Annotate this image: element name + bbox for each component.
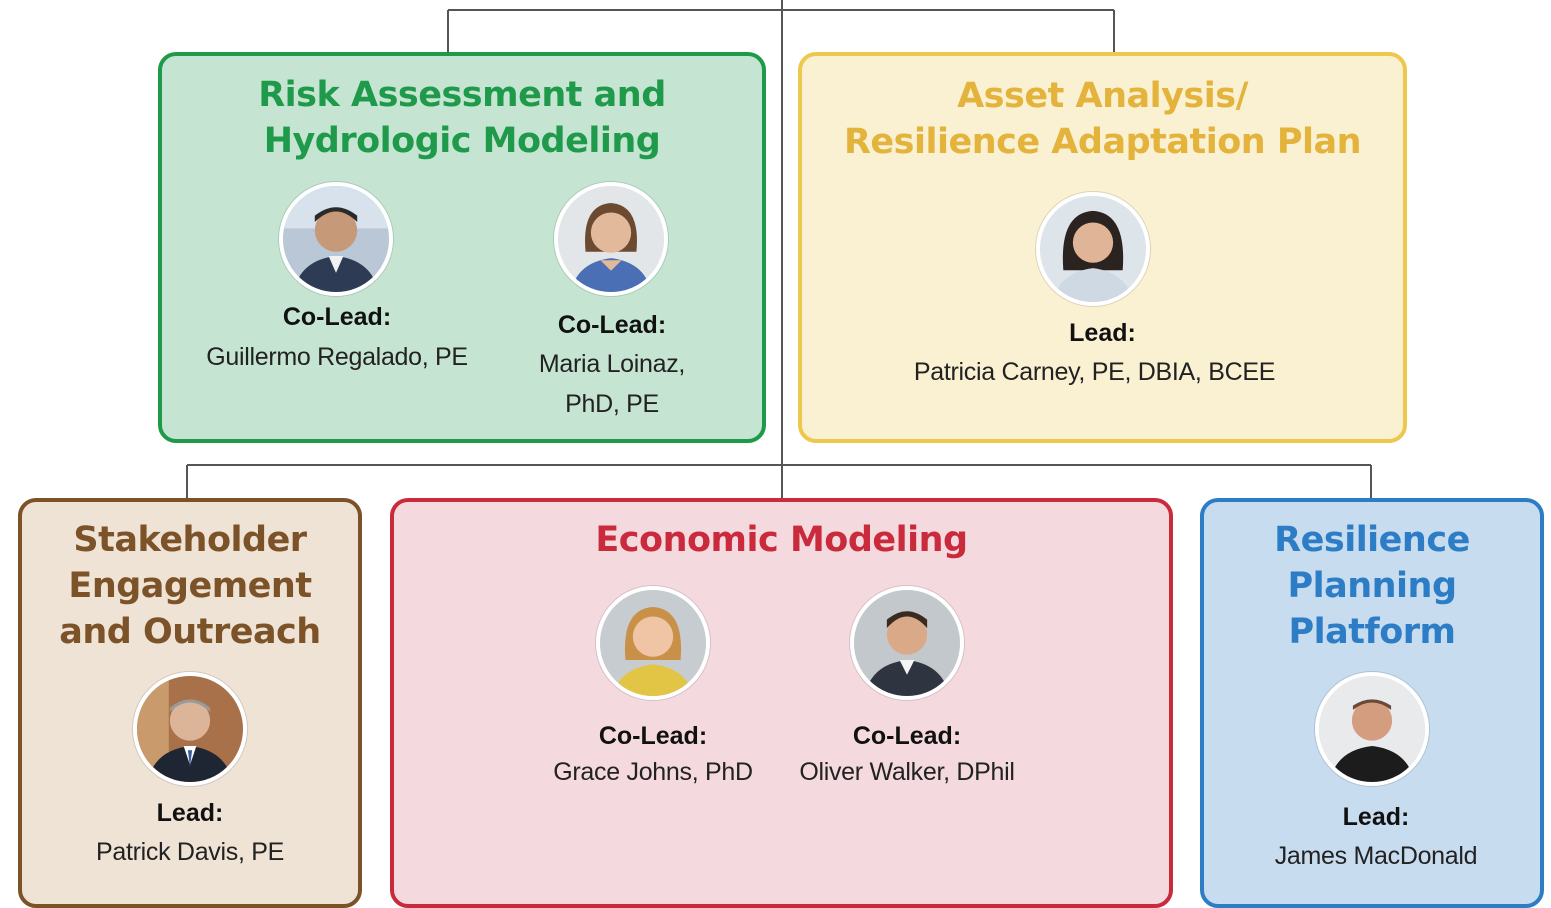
group-risk-assessment: Risk Assessment and Hydrologic Modeling …: [158, 52, 766, 443]
member-name: Maria Loinaz, PhD, PE: [502, 344, 722, 424]
member-name: Patrick Davis, PE: [22, 832, 358, 872]
member-role-label: Co-Lead:: [282, 303, 392, 331]
name-line: Patrick Davis, PE: [95, 838, 284, 866]
member-name: Guillermo Regalado, PE: [184, 337, 490, 377]
name-line: Guillermo Regalado, PE: [206, 343, 468, 371]
title-line: Stakeholder: [73, 520, 307, 560]
name-line: Oliver Walker, DPhil: [799, 758, 1015, 786]
avatar-guillermo-regalado: [279, 182, 393, 296]
title-line: Asset Analysis/: [957, 76, 1248, 116]
group-stakeholder-engagement: Stakeholder Engagement and Outreach Lead…: [18, 498, 362, 908]
avatar-patricia-carney: [1036, 192, 1150, 306]
group-title: Risk Assessment and Hydrologic Modeling: [162, 72, 762, 164]
title-line: Economic Modeling: [595, 520, 968, 560]
title-line: Hydrologic Modeling: [263, 121, 661, 161]
title-line: Risk Assessment and: [258, 75, 666, 115]
member-role-label: Co-Lead:: [598, 722, 708, 750]
member-name: Oliver Walker, DPhil: [782, 752, 1032, 792]
title-line: Platform: [1288, 612, 1456, 652]
title-line: Resilience Adaptation Plan: [843, 122, 1362, 162]
avatar-grace-johns: [596, 586, 710, 700]
member-name: James MacDonald: [1204, 836, 1548, 876]
avatar-patrick-davis: [133, 672, 247, 786]
group-asset-analysis: Asset Analysis/ Resilience Adaptation Pl…: [798, 52, 1407, 443]
avatar-james-macdonald: [1315, 672, 1429, 786]
name-line: Maria Loinaz,: [538, 350, 686, 378]
member-role-label: Co-Lead:: [557, 311, 667, 339]
member-name: Grace Johns, PhD: [534, 752, 772, 792]
avatar-oliver-walker: [850, 586, 964, 700]
title-line: Engagement: [68, 566, 312, 606]
member-role-label: Lead:: [1342, 803, 1410, 831]
title-line: Planning: [1287, 566, 1457, 606]
name-line: PhD, PE: [565, 390, 659, 418]
member-name: Patricia Carney, PE, DBIA, BCEE: [802, 352, 1387, 392]
name-line: James MacDonald: [1274, 842, 1478, 870]
title-line: and Outreach: [59, 612, 321, 652]
group-resilience-planning-platform: Resilience Planning Platform Lead: James…: [1200, 498, 1544, 908]
group-economic-modeling: Economic Modeling Co-Lead: Grace Johns, …: [390, 498, 1173, 908]
member-role-label: Co-Lead:: [852, 722, 962, 750]
member-role-label: Lead:: [1069, 319, 1136, 347]
group-title: Asset Analysis/ Resilience Adaptation Pl…: [802, 73, 1403, 165]
title-line: Resilience: [1274, 520, 1470, 560]
avatar-maria-loinaz: [554, 182, 668, 296]
name-line: Patricia Carney, PE, DBIA, BCEE: [913, 358, 1276, 386]
group-title: Economic Modeling: [394, 517, 1169, 563]
group-title: Resilience Planning Platform: [1204, 517, 1540, 655]
name-line: Grace Johns, PhD: [553, 758, 753, 786]
member-role-label: Lead:: [156, 799, 224, 827]
group-title: Stakeholder Engagement and Outreach: [22, 517, 358, 655]
